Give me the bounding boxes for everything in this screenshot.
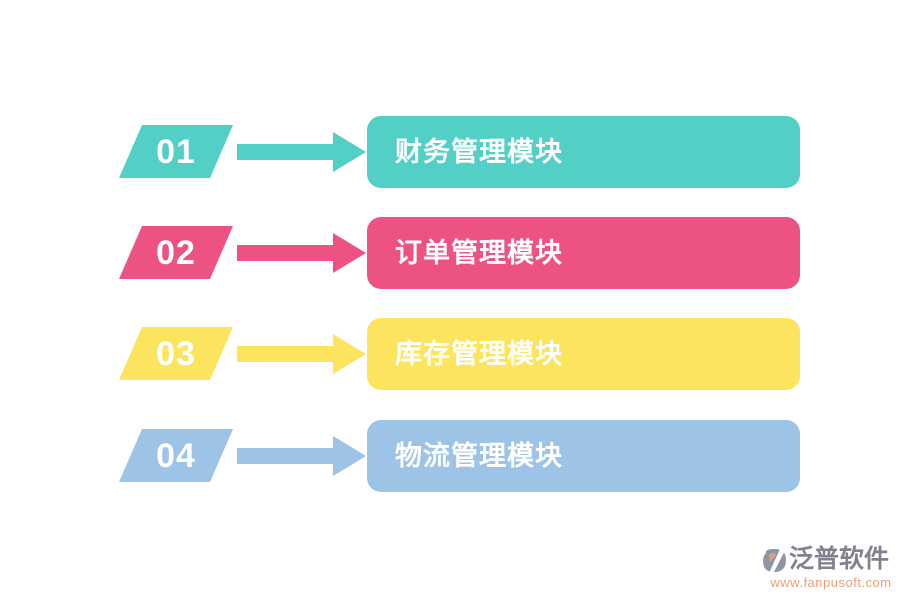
watermark-url: www.fanpusoft.com <box>770 574 892 590</box>
watermark-brand: 泛普软件 <box>789 545 890 573</box>
step-number: 04 <box>156 436 196 475</box>
step-number-badge-1: 01 <box>119 125 233 178</box>
arrow-right-icon <box>237 233 366 273</box>
step-number-badge-4: 04 <box>119 429 233 482</box>
watermark: 泛普软件 www.fanpusoft.com <box>761 545 900 590</box>
module-bar-3: 库存管理模块 <box>367 318 800 390</box>
module-row-2: 02 订单管理模块 <box>0 217 900 289</box>
module-row-3: 03 库存管理模块 <box>0 318 900 390</box>
step-number-badge-3: 03 <box>119 327 233 380</box>
module-bar-2: 订单管理模块 <box>367 217 800 289</box>
step-number: 03 <box>156 334 196 373</box>
fanpu-logo-icon <box>763 548 786 572</box>
step-number: 01 <box>156 132 196 171</box>
module-label: 物流管理模块 <box>395 440 563 471</box>
arrow-right-icon <box>237 436 366 476</box>
module-label: 订单管理模块 <box>395 237 563 268</box>
module-bar-1: 财务管理模块 <box>367 116 800 188</box>
module-label: 财务管理模块 <box>395 136 563 167</box>
step-number-badge-2: 02 <box>119 226 233 279</box>
arrow-right-icon <box>237 334 366 374</box>
step-number: 02 <box>156 233 196 272</box>
module-label: 库存管理模块 <box>395 338 563 369</box>
module-row-4: 04 物流管理模块 <box>0 420 900 492</box>
arrow-right-icon <box>237 132 366 172</box>
module-bar-4: 物流管理模块 <box>367 420 800 492</box>
module-row-1: 01 财务管理模块 <box>0 116 900 188</box>
